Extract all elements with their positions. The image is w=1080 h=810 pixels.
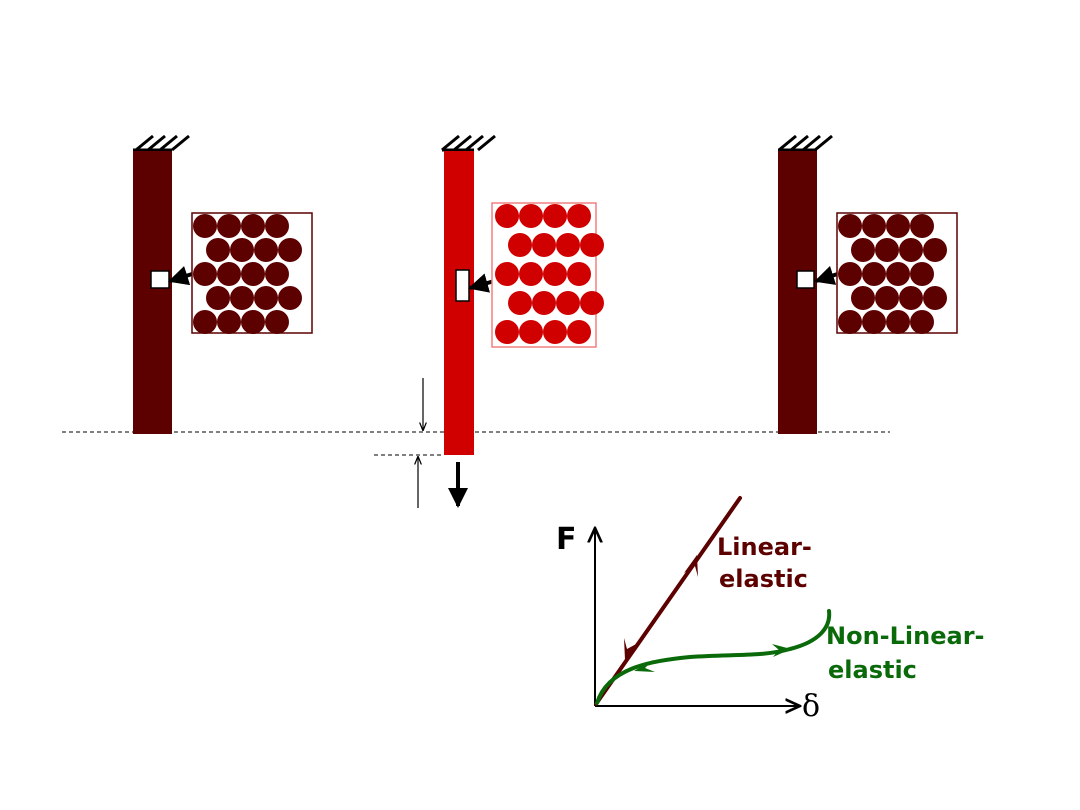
- lattice-right-atom: [862, 310, 886, 334]
- bar-right-group: [778, 134, 958, 434]
- lattice-middle-atom: [532, 291, 556, 315]
- linear-elastic-label-2: elastic: [719, 565, 808, 593]
- lattice-right-atom: [875, 238, 899, 262]
- lattice-middle-atom: [580, 233, 604, 257]
- nonlinear-load-arrowhead: [772, 644, 791, 657]
- lattice-middle-atom: [519, 262, 543, 286]
- lattice-left-atom: [217, 262, 241, 286]
- lattice-right-atom: [875, 286, 899, 310]
- atom-lattice-middle: [491, 202, 604, 348]
- lattice-left-atom: [230, 286, 254, 310]
- element-box-middle: [455, 269, 470, 302]
- bar-right: [778, 151, 817, 434]
- lattice-middle-atom: [495, 204, 519, 228]
- lattice-middle-atom: [495, 320, 519, 344]
- lattice-left-atom: [193, 214, 217, 238]
- lattice-left-atom: [206, 238, 230, 262]
- linear-elastic-curve: [594, 496, 742, 706]
- lattice-left-atom: [241, 310, 265, 334]
- lattice-left-atom: [265, 310, 289, 334]
- lattice-right-atom: [838, 310, 862, 334]
- lattice-left-atom: [217, 214, 241, 238]
- y-axis-label: F: [556, 522, 577, 557]
- lattice-middle-atom: [532, 233, 556, 257]
- nonlinear-elastic-curve: [595, 609, 832, 705]
- lattice-right-atom: [851, 238, 875, 262]
- bar-left-group: [133, 134, 313, 434]
- lattice-right-atom: [862, 262, 886, 286]
- lattice-middle-atom: [580, 291, 604, 315]
- lattice-left-atom: [254, 286, 278, 310]
- x-axis-label: δ: [802, 689, 820, 724]
- nonlinear-elastic-label-2: elastic: [828, 656, 917, 684]
- lattice-right-atom: [923, 238, 947, 262]
- lattice-right-atom: [851, 286, 875, 310]
- atom-lattice-left: [191, 212, 313, 334]
- lattice-left-atom: [193, 310, 217, 334]
- lattice-right-atom: [838, 262, 862, 286]
- lattice-middle-atom: [519, 320, 543, 344]
- lattice-middle-atom: [519, 204, 543, 228]
- lattice-left-atom: [254, 238, 278, 262]
- lattice-left-atom: [193, 262, 217, 286]
- lattice-left-atom: [278, 286, 302, 310]
- lattice-left-atom: [265, 214, 289, 238]
- bar-middle: [444, 151, 474, 455]
- bar-middle-group: [418, 134, 604, 508]
- nonlinear-unload-arrowhead: [634, 660, 655, 672]
- nonlinear-elastic-label-1: Non-Linear-: [826, 622, 985, 650]
- linear-load-arrowhead: [684, 555, 698, 577]
- lattice-middle-atom: [556, 291, 580, 315]
- support-hatch-middle: [441, 134, 496, 152]
- lattice-left-atom: [278, 238, 302, 262]
- lattice-middle-atom: [567, 204, 591, 228]
- lattice-right-atom: [910, 214, 934, 238]
- lattice-middle-atom: [508, 291, 532, 315]
- force-displacement-graph: F δ Linear- elastic Non-Linear- elastic: [556, 496, 985, 724]
- lattice-left-atom: [230, 238, 254, 262]
- element-box-left: [150, 270, 170, 289]
- lattice-right-atom: [899, 238, 923, 262]
- lattice-right-atom: [923, 286, 947, 310]
- lattice-left-atom: [241, 214, 265, 238]
- lattice-left-atom: [217, 310, 241, 334]
- lattice-right-atom: [886, 310, 910, 334]
- lattice-left-atom: [241, 262, 265, 286]
- linear-elastic-label-1: Linear-: [717, 533, 812, 561]
- lattice-middle-atom: [543, 320, 567, 344]
- lattice-right-atom: [899, 286, 923, 310]
- linear-unload-arrowhead: [624, 638, 638, 660]
- lattice-left-atom: [265, 262, 289, 286]
- lattice-middle-atom: [495, 262, 519, 286]
- lattice-right-atom: [886, 262, 910, 286]
- lattice-middle-atom: [543, 262, 567, 286]
- lattice-left-atom: [206, 286, 230, 310]
- lattice-middle-atom: [508, 233, 532, 257]
- lattice-middle-atom: [567, 320, 591, 344]
- lattice-right-atom: [886, 214, 910, 238]
- lattice-middle-atom: [556, 233, 580, 257]
- element-box-right: [796, 270, 815, 289]
- lattice-right-atom: [910, 262, 934, 286]
- support-hatch-right: [778, 134, 833, 152]
- lattice-right-atom: [910, 310, 934, 334]
- lattice-middle-atom: [543, 204, 567, 228]
- bar-left: [133, 151, 172, 434]
- atom-lattice-right: [836, 212, 958, 334]
- lattice-middle-atom: [567, 262, 591, 286]
- lattice-right-atom: [862, 214, 886, 238]
- lattice-right-atom: [838, 214, 862, 238]
- support-hatch-left: [133, 134, 190, 152]
